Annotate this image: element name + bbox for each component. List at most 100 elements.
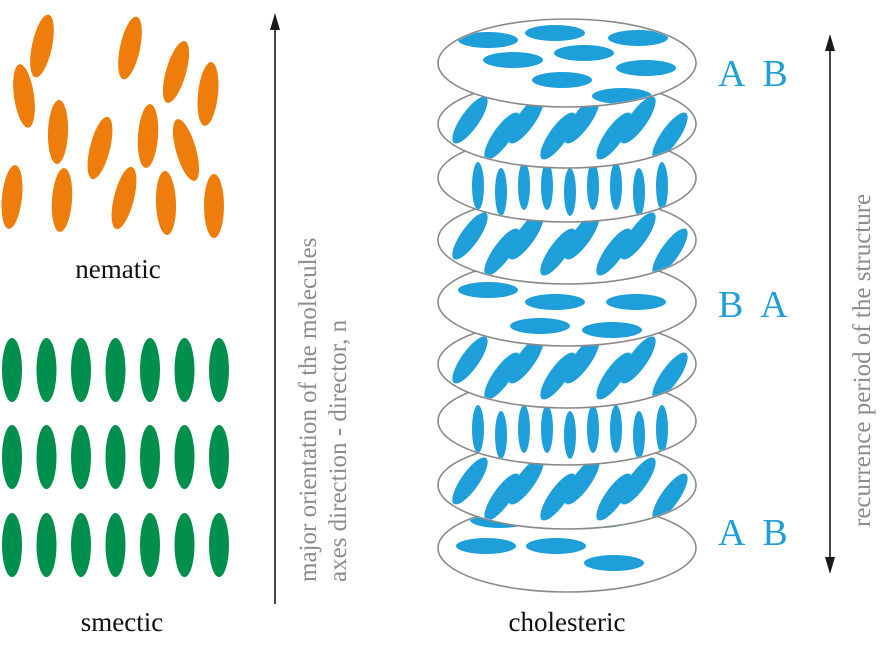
cholesteric-molecule [508,212,544,260]
cholesteric-layer [437,319,697,409]
cholesteric-molecule [508,457,544,505]
cholesteric-molecule [452,336,488,384]
cholesteric-molecule [540,352,576,400]
cholesteric-molecule [620,96,656,144]
cholesteric-layer [437,257,697,347]
smectic-molecule [71,513,91,577]
cholesteric-molecule [652,352,688,400]
cholesteric-molecule [596,112,632,160]
cholesteric-molecule [484,228,520,276]
nematic-molecule [13,64,35,128]
cholesteric-molecule [452,212,488,260]
smectic-molecule [140,338,160,402]
cholesteric-molecule [610,405,622,453]
nematic-molecule [172,119,200,181]
smectic-molecule [71,338,91,402]
cholesteric-molecule [484,112,520,160]
cholesteric-molecule [652,473,688,521]
cholesteric-molecule [652,228,688,276]
cholesteric-molecule [610,162,622,210]
pair-label-middle: B A [718,284,788,326]
cholesteric-layer-molecules [452,212,688,276]
cholesteric-molecule [526,538,586,554]
cholesteric-molecule [541,405,553,453]
nematic-molecule [87,116,113,180]
smectic-molecule [140,425,160,489]
nematic-molecule [51,168,73,232]
smectic-molecule [105,513,126,577]
cholesteric-molecule [554,45,614,61]
cholesteric-layer [437,440,697,530]
cholesteric-layer [437,195,697,285]
cholesteric-molecule [483,52,543,68]
smectic-molecule [71,425,91,489]
cholesteric-molecule [472,162,484,210]
cholesteric-molecule [458,282,518,298]
cholesteric-molecule [484,352,520,400]
nematic-molecule [118,16,142,80]
cholesteric-layer-molecules [472,162,668,216]
cholesteric-molecule [452,96,488,144]
smectic-molecule [105,425,126,489]
cholesteric-molecule [564,336,600,384]
director-label-line1: major orientation of the molecules [295,238,322,582]
cholesteric-molecule [596,473,632,521]
cholesteric-molecule [495,411,507,459]
recurrence-arrow [825,34,835,574]
director-label-line2: axes direction - director, n [325,319,352,582]
cholesteric-molecule [456,538,516,554]
director-arrowhead [270,13,280,30]
smectic-molecule [2,425,22,489]
cholesteric-molecule [656,405,668,453]
cholesteric-molecule [564,168,576,216]
cholesteric-molecule [540,228,576,276]
cholesteric-molecule [458,32,518,48]
smectic-molecule [174,425,195,489]
nematic-molecule [137,104,159,168]
cholesteric-molecule [656,162,668,210]
nematic-molecule [162,41,190,103]
nematic-molecules [1,14,224,238]
cholesteric-molecule [620,457,656,505]
cholesteric-molecule [541,162,553,210]
cholesteric-molecule [540,473,576,521]
cholesteric-molecule [582,322,642,338]
cholesteric-layer [437,18,697,108]
nematic-molecule [1,165,23,229]
smectic-molecule [174,513,195,577]
cholesteric-molecule [540,112,576,160]
cholesteric-molecule [495,168,507,216]
cholesteric-molecule [525,25,585,41]
cholesteric-layer-molecules [452,336,688,400]
cholesteric-molecule [508,336,544,384]
cholesteric-molecule [472,405,484,453]
cholesteric-molecule [596,228,632,276]
cholesteric-stack [437,18,697,593]
cholesteric-molecule [532,72,592,88]
cholesteric-molecule [525,294,585,310]
nematic-molecule [155,171,177,235]
director-arrow [270,13,280,604]
cholesteric-molecule [587,405,599,453]
cholesteric-molecule [510,318,570,334]
cholesteric-layer-molecules [452,96,688,160]
cholesteric-molecule [518,405,530,453]
cholesteric-molecule [608,30,668,46]
cholesteric-molecule [606,294,666,310]
cholesteric-molecule [484,473,520,521]
cholesteric-molecule [616,60,676,76]
director-label: major orientation of the molecules axes … [295,238,352,582]
smectic-molecule [209,425,229,489]
cholesteric-molecule [452,457,488,505]
pair-label-bottom: A B [718,512,788,554]
pair-label-top: A B [718,53,788,95]
smectic-label: smectic [81,607,163,637]
nematic-molecule [111,166,137,230]
cholesteric-label: cholesteric [509,607,626,637]
cholesteric-molecule [633,411,645,459]
nematic-molecule [30,14,54,78]
cholesteric-molecule [508,96,544,144]
recurrence-arrowhead-top [825,34,835,51]
cholesteric-molecule [587,162,599,210]
